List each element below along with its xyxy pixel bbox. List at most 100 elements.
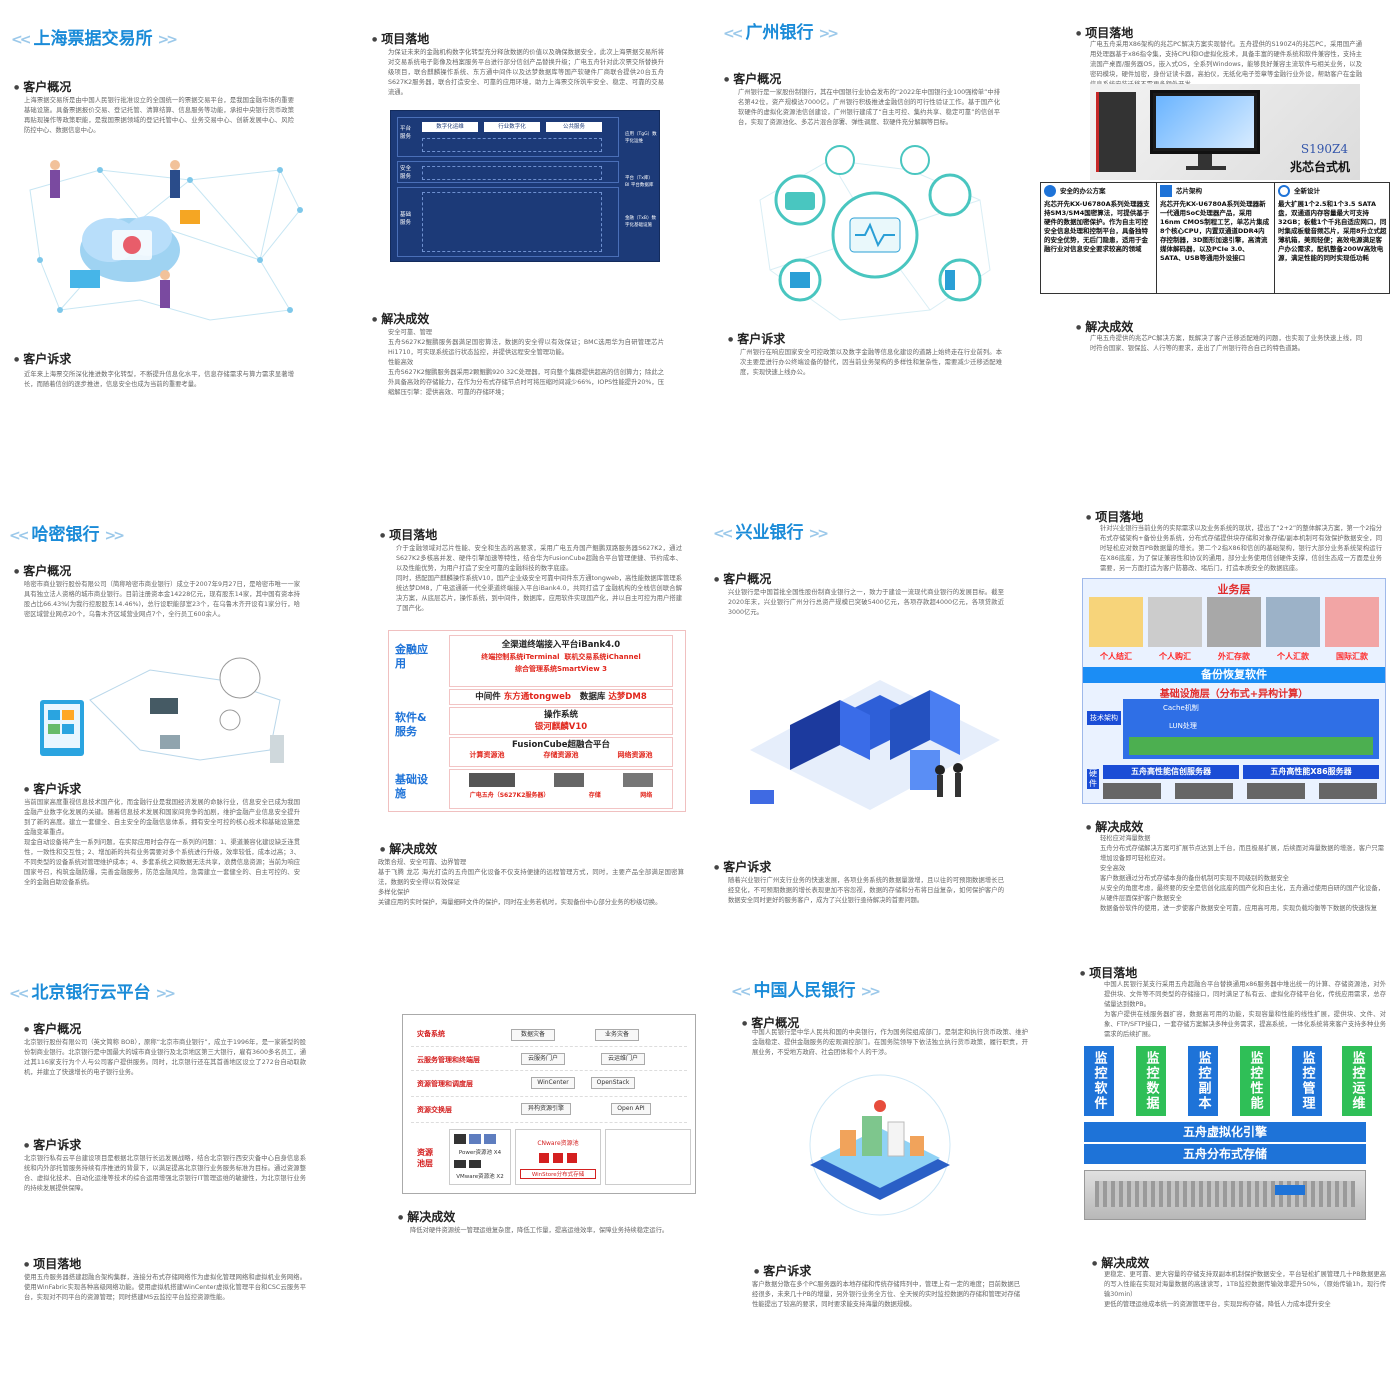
- xingye-result-heading: 解决成效: [1086, 818, 1143, 835]
- base-services-row: 基础服务: [397, 187, 619, 257]
- shanghai-architecture-diagram: 平台服务 数字化运维 行业数字化 公共服务 安全服务 基础服务 应用（TgG）数…: [390, 110, 660, 262]
- platform-box-3: 公共服务: [546, 122, 602, 132]
- beijing-overview-text: 北京银行股份有限公司（英文简称 BOB），原称“北京市商业银行”，成立于1996…: [24, 1039, 306, 1076]
- platform-subgrid: [422, 138, 602, 152]
- bj-layer-2: 云服务管理和终端层 云服务门户 云运维门户: [411, 1047, 687, 1071]
- shanghai-appeal-text: 近年来上海票交所深化推进数字化转型，不断提升信息化水平，信息存储需求与算力需求显…: [24, 371, 294, 388]
- tech-arch-label: 技术架构: [1087, 711, 1121, 725]
- bj-layer-1: 灾备系统 数据灾备 业务灾备: [411, 1019, 687, 1047]
- storage-icon: [553, 773, 584, 787]
- chevron-right-icon: >>: [104, 528, 125, 544]
- guangzhou-result-heading: 解决成效: [1076, 318, 1133, 335]
- side-label-2: 平台（Tx库）BI 平台数据库: [625, 176, 654, 188]
- server-bar-xinchuang: 五舟高性能信创服务器: [1103, 765, 1239, 779]
- smart-city-phone-illustration: [809, 1074, 951, 1216]
- guangzhou-result-text: 广电五舟提供的兆芯PC解决方案，既解决了客户迁移适配难的问题，也实现了业务快速上…: [1090, 335, 1362, 352]
- hami-stack-diagram: 金融应用 软件&服务 基础设施 全渠道终端接入平台iBank4.0 终端控制系统…: [388, 630, 686, 812]
- stack-hardware: 广电五舟（S627K2服务器）存储网络: [449, 769, 673, 809]
- pc-monitor: [1150, 90, 1260, 154]
- cnware-pool: CNware资源池 WinStore分布式存储: [515, 1129, 601, 1185]
- base-subgrid: [422, 192, 602, 252]
- pboc-server-image: [1084, 1170, 1366, 1220]
- infra-layer-label: 基础设施层（分布式+异构计算）: [1159, 689, 1309, 700]
- shanghai-result-text: 安全可靠、管理 五舟S627K2鲲鹏服务器满足国密算法，数据的安全得以有效保证；…: [388, 329, 664, 396]
- server-rack-images: [1103, 783, 1377, 799]
- pboc-storage-bar: 五舟分布式存储: [1084, 1144, 1366, 1164]
- guangzhou-title: <<广州银行>>: [723, 23, 839, 43]
- chevron-left-icon: <<: [723, 26, 744, 42]
- bj-layer-3: 资源管理和调度层 WinCenter OpenStack: [411, 1071, 687, 1097]
- physical-pool: [605, 1129, 691, 1185]
- healthcare-network-illustration: [759, 145, 991, 321]
- hami-appeal-text: 当前国家高度重视信息技术国产化，而金融行业是我国经济发展的命脉行业，信息安全已成…: [24, 799, 300, 886]
- pboc-title: <<中国人民银行>>: [731, 981, 881, 1001]
- pboc-appeal-text: 客户数据分散在多个PC服务器的本地存储和传统存储阵列中，管理上有一定的难度；目前…: [752, 1281, 1020, 1308]
- guangzhou-overview-heading: 客户概况: [724, 70, 781, 87]
- chevron-right-icon: >>: [818, 26, 839, 42]
- chevron-right-icon: >>: [860, 984, 881, 1000]
- stack-label-software: 软件&服务: [395, 711, 427, 738]
- security-services-row: 安全服务: [397, 161, 619, 183]
- feature-cell-chip: 芯片架构 兆芯开先KX-U6780A系列处理器新一代通用SoC处理器产品，采用1…: [1157, 183, 1275, 293]
- shanghai-result-heading: 解决成效: [372, 310, 429, 327]
- hami-overview-text: 哈密市商业银行股份有限公司（简称哈密市商业银行）成立于2007年9月27日，是哈…: [24, 581, 300, 618]
- platform-services-row: 平台服务 数字化运维 行业数字化 公共服务: [397, 117, 619, 157]
- pc-tower: [1096, 92, 1136, 172]
- chevron-right-icon: >>: [155, 986, 176, 1002]
- chevron-left-icon: <<: [731, 984, 752, 1000]
- product-feature-table: 安全的办公方案 兆芯开先KX-U6780A系列处理器支持SM3/SM4国密算法，…: [1040, 182, 1390, 294]
- tools-icon: [1160, 185, 1172, 197]
- cloud-data-illustration: [29, 160, 303, 321]
- pboc-col-1: 监控软件: [1084, 1046, 1114, 1116]
- server-icon: [469, 773, 516, 787]
- chevron-right-icon: >>: [157, 32, 178, 48]
- beijing-appeal-text: 北京银行私有云平台建设项目是根据北京银行长远发展战略，结合北京银行西安灾备中心自…: [24, 1155, 306, 1192]
- guangzhou-project-text: 广电五舟采用X86架构的兆芯PC解决方案实现替代。五舟提供的S190Z4的兆芯P…: [1090, 41, 1362, 88]
- guangzhou-appeal-text: 广州银行在响应国家安全可控政策以及数字金融等信息化建设的道路上始终走在行业前列。…: [740, 349, 1002, 376]
- business-layer-label: 业务层: [1217, 583, 1251, 596]
- shanghai-overview-text: 上海票据交易所是由中国人民银行批准设立的全国统一的票据交易平台，是我国金融市场的…: [24, 97, 294, 134]
- pboc-engine-bar: 五舟虚拟化引擎: [1084, 1122, 1366, 1142]
- power-pool: Power资源池 X4 VMware资源池 X2: [449, 1129, 511, 1185]
- guangzhou-appeal-heading: 客户诉求: [728, 330, 785, 347]
- pboc-col-4: 监控性能: [1240, 1046, 1270, 1116]
- hami-appeal-heading: 客户诉求: [24, 780, 81, 797]
- xingye-appeal-text: 随着兴业银行广州支行业务的快速发展，各项业务系统的数据量激增，且以往的可预期数据…: [728, 877, 1004, 904]
- beijing-overview-heading: 客户概况: [24, 1020, 81, 1037]
- server-bar-x86: 五舟高性能X86服务器: [1243, 765, 1379, 779]
- xingye-appeal-heading: 客户诉求: [714, 858, 771, 875]
- chevron-right-icon: >>: [808, 526, 829, 542]
- hami-result-heading: 解决成效: [380, 840, 437, 857]
- pboc-col-3: 监控副本: [1188, 1046, 1218, 1116]
- stack-os: 操作系统 银河麒麟V10: [449, 707, 673, 735]
- shanghai-appeal-heading: 客户诉求: [14, 350, 71, 367]
- chevron-left-icon: <<: [11, 32, 32, 48]
- chevron-left-icon: <<: [713, 526, 734, 542]
- xingye-title: <<兴业银行>>: [713, 523, 829, 543]
- pc-product-image: S190Z4 兆芯台式机: [1090, 84, 1360, 180]
- chevron-left-icon: <<: [9, 986, 30, 1002]
- base-services-label: 基础服务: [400, 212, 412, 226]
- pboc-col-2: 监控数据: [1136, 1046, 1166, 1116]
- smart-devices-illustration: [40, 657, 284, 763]
- beijing-result-heading: 解决成效: [398, 1208, 455, 1225]
- beijing-project-heading: 项目落地: [24, 1255, 81, 1272]
- pboc-overview-text: 中国人民银行是中华人民共和国的中央银行，作为国务院组成部门，是制定和执行货币政策…: [752, 1029, 1028, 1056]
- beijing-project-text: 使用五舟服务器搭建超融合架构集群，连接分布式存储网络作为虚拟化管理网络和虚拟机业…: [24, 1274, 306, 1301]
- guangzhou-project-heading: 项目落地: [1076, 24, 1133, 41]
- security-subgrid: [422, 166, 602, 180]
- shield-icon: [1044, 185, 1056, 197]
- hami-project-text: 介于金融领域对芯片性能、安全和生态的高要求，采用广电五舟国产鲲鹏双路服务器S62…: [396, 545, 682, 612]
- network-icon: [622, 773, 653, 787]
- pboc-appeal-heading: 客户诉求: [754, 1262, 811, 1279]
- hami-overview-heading: 客户概况: [14, 562, 71, 579]
- chevron-left-icon: <<: [9, 528, 30, 544]
- platform-box-1: 数字化运维: [422, 122, 478, 132]
- hardware-label: 硬件: [1087, 769, 1099, 789]
- stack-label-base: 基础设施: [395, 773, 428, 800]
- feature-cell-design: 全新设计 最大扩展1个2.5和1个3.5 SATA盘，双通道内存容量最大可支持3…: [1278, 185, 1387, 262]
- feature-cell-security: 安全的办公方案 兆芯开先KX-U6780A系列处理器支持SM3/SM4国密算法，…: [1041, 183, 1157, 293]
- security-services-label: 安全服务: [400, 166, 412, 180]
- bj-layer-4: 资源交换层 异构资源引擎 Open API: [411, 1097, 687, 1123]
- side-label-1: 应用（TgG）数字化运维: [625, 132, 657, 144]
